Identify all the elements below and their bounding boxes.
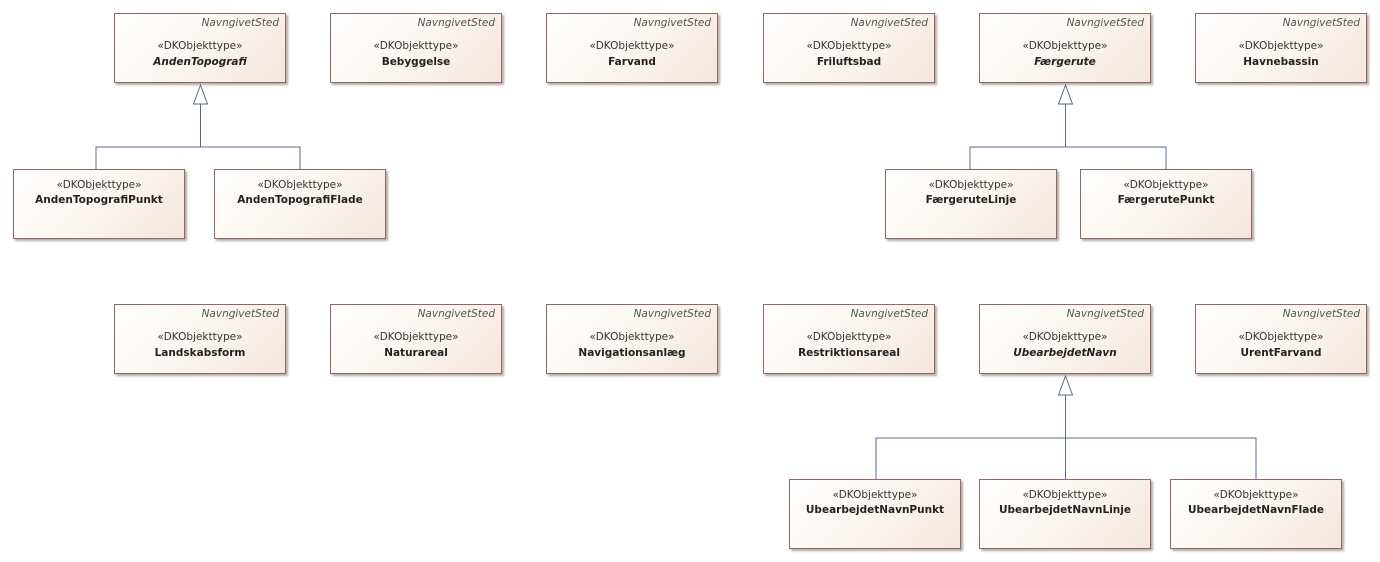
stereotype-label: «DKObjekttype» (257, 179, 343, 191)
parent-label: NavngivetSted (633, 308, 711, 320)
stereotype-label: «DKObjekttype» (806, 40, 892, 52)
class-naturareal[interactable]: NavngivetSted «DKObjekttype» Naturareal (330, 304, 502, 374)
class-name: UbearbejdetNavnPunkt (805, 504, 945, 516)
class-faergerutelinje[interactable]: «DKObjekttype» FærgeruteLinje (885, 169, 1057, 239)
generalization-line-faergerute (969, 146, 1167, 169)
class-name: AndenTopografiPunkt (35, 194, 163, 206)
parent-label: NavngivetSted (201, 17, 279, 29)
class-navigationsanlaeg[interactable]: NavngivetSted «DKObjekttype» Navigations… (546, 304, 718, 374)
parent-label: NavngivetSted (201, 308, 279, 320)
class-name: AndenTopografiFlade (237, 194, 363, 206)
generalization-line-andentopografi (95, 146, 301, 169)
stereotype-label: «DKObjekttype» (1123, 179, 1209, 191)
stereotype-label: «DKObjekttype» (1022, 489, 1108, 501)
stereotype-label: «DKObjekttype» (373, 40, 459, 52)
class-name: UbearbejdetNavnFlade (1187, 504, 1324, 516)
class-bebyggelse[interactable]: NavngivetSted «DKObjekttype» Bebyggelse (330, 13, 502, 83)
class-friluftsbad[interactable]: NavngivetSted «DKObjekttype» Friluftsbad (763, 13, 935, 83)
class-andentopografiflade[interactable]: «DKObjekttype» AndenTopografiFlade (214, 169, 386, 239)
class-restriktionsareal[interactable]: NavngivetSted «DKObjekttype» Restriktion… (763, 304, 935, 374)
class-faergerute[interactable]: NavngivetSted «DKObjekttype» Færgerute (979, 13, 1151, 83)
class-urentfarvand[interactable]: NavngivetSted «DKObjekttype» UrentFarvan… (1195, 304, 1367, 374)
generalization-arrow-andentopografi (192, 83, 209, 105)
class-name: UbearbejdetNavnLinje (999, 504, 1131, 516)
parent-label: NavngivetSted (1066, 308, 1144, 320)
class-faergerutepunkt[interactable]: «DKObjekttype» FærgerutePunkt (1080, 169, 1252, 239)
stereotype-label: «DKObjekttype» (56, 179, 142, 191)
stereotype-label: «DKObjekttype» (589, 40, 675, 52)
class-farvand[interactable]: NavngivetSted «DKObjekttype» Farvand (546, 13, 718, 83)
stereotype-label: «DKObjekttype» (373, 331, 459, 343)
parent-label: NavngivetSted (850, 308, 928, 320)
class-name: Farvand (608, 56, 656, 68)
stereotype-label: «DKObjekttype» (589, 331, 675, 343)
generalization-arrow-faergerute (1057, 83, 1074, 105)
class-name: FærgerutePunkt (1117, 194, 1215, 206)
class-name: UrentFarvand (1240, 347, 1322, 359)
stereotype-label: «DKObjekttype» (1238, 331, 1324, 343)
class-name: Bebyggelse (381, 56, 451, 68)
class-ubearbejdetnavnlinje[interactable]: «DKObjekttype» UbearbejdetNavnLinje (979, 479, 1151, 549)
class-ubearbejdetnavn[interactable]: NavngivetSted «DKObjekttype» Ubearbejdet… (979, 304, 1151, 374)
class-name: Havnebassin (1243, 56, 1319, 68)
class-name: FærgeruteLinje (925, 194, 1017, 206)
parent-label: NavngivetSted (1066, 17, 1144, 29)
parent-label: NavngivetSted (850, 17, 928, 29)
stereotype-label: «DKObjekttype» (157, 40, 243, 52)
stereotype-label: «DKObjekttype» (1213, 489, 1299, 501)
class-name: Navigationsanlæg (578, 347, 686, 359)
stereotype-label: «DKObjekttype» (1022, 40, 1108, 52)
class-havnebassin[interactable]: NavngivetSted «DKObjekttype» Havnebassin (1195, 13, 1367, 83)
class-andentopografi[interactable]: NavngivetSted «DKObjekttype» AndenTopogr… (114, 13, 286, 83)
class-ubearbejdetnavnpunkt[interactable]: «DKObjekttype» UbearbejdetNavnPunkt (789, 479, 961, 549)
stereotype-label: «DKObjekttype» (1238, 40, 1324, 52)
class-name: Landskabsform (154, 347, 246, 359)
stereotype-label: «DKObjekttype» (806, 331, 892, 343)
class-name: AndenTopografi (153, 56, 247, 68)
parent-label: NavngivetSted (417, 308, 495, 320)
class-andentopografipunkt[interactable]: «DKObjekttype» AndenTopografiPunkt (13, 169, 185, 239)
class-name: Naturareal (384, 347, 448, 359)
parent-label: NavngivetSted (1282, 308, 1360, 320)
class-ubearbejdetnavnflade[interactable]: «DKObjekttype» UbearbejdetNavnFlade (1170, 479, 1342, 549)
parent-label: NavngivetSted (1282, 17, 1360, 29)
class-name: Færgerute (1034, 56, 1096, 68)
class-landskabsform[interactable]: NavngivetSted «DKObjekttype» Landskabsfo… (114, 304, 286, 374)
parent-label: NavngivetSted (633, 17, 711, 29)
class-name: UbearbejdetNavn (1013, 347, 1117, 359)
class-name: Friluftsbad (816, 56, 882, 68)
generalization-arrow-ubearbejdetnavn (1057, 374, 1074, 396)
stereotype-label: «DKObjekttype» (832, 489, 918, 501)
parent-label: NavngivetSted (417, 17, 495, 29)
class-name: Restriktionsareal (798, 347, 900, 359)
stereotype-label: «DKObjekttype» (1022, 331, 1108, 343)
stereotype-label: «DKObjekttype» (157, 331, 243, 343)
stereotype-label: «DKObjekttype» (928, 179, 1014, 191)
